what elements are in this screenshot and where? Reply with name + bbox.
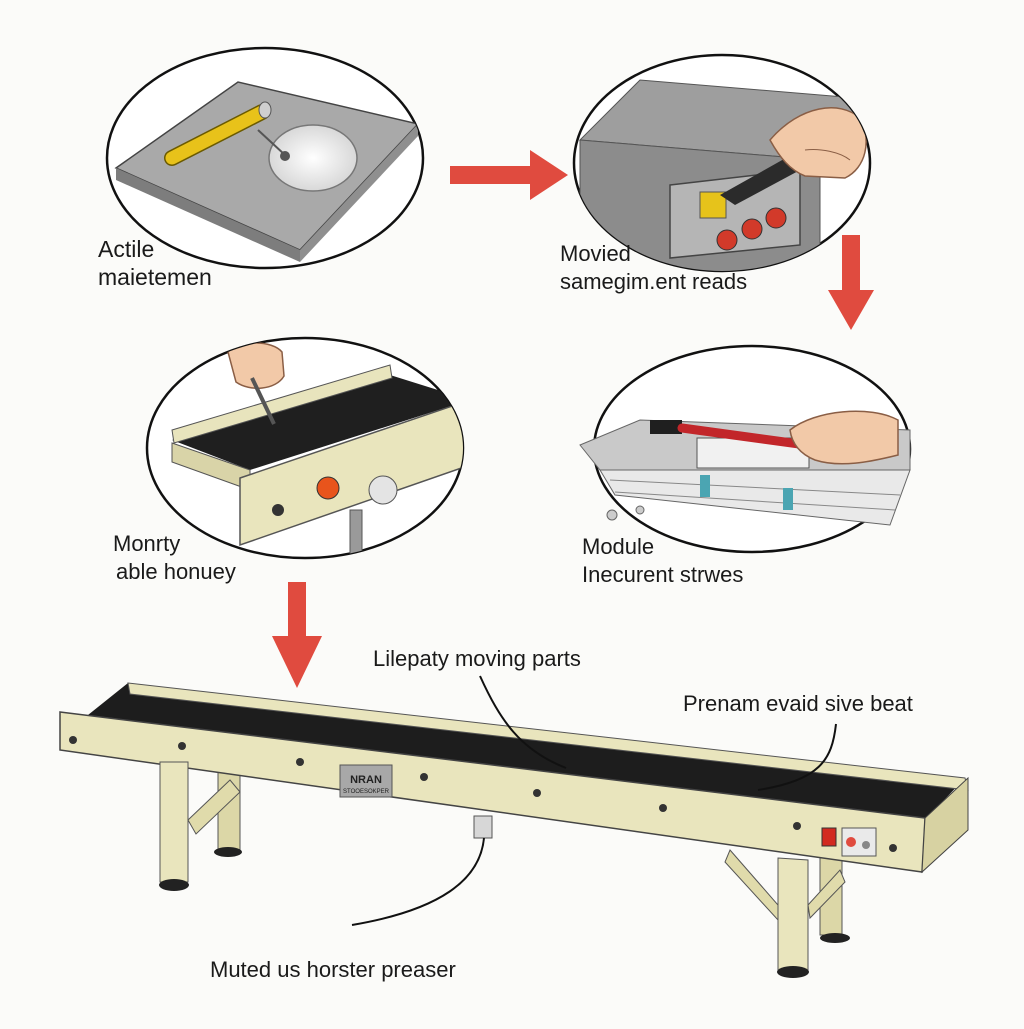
hand-icon [789,410,899,465]
screw-icon [606,509,618,521]
panel-2-module-handle [572,53,872,273]
cleaning-pad-icon [257,124,358,192]
frame-bolt-icon [272,504,284,516]
metal-plate-edge [116,168,300,262]
yellow-latch-icon [699,191,727,219]
callout-sensor: Muted us horster preaser [210,957,456,982]
panel-4-module-screws [579,344,912,554]
nameplate-subtitle: STOOESOKPER [343,789,390,795]
leader-line-moving-parts [479,675,567,769]
main-conveyor: NRAN STOOESOKPER [59,682,969,978]
red-button-icon [716,229,738,251]
clip-icon [783,488,793,510]
panel-3-belt-check [145,336,465,560]
callout-moving-parts: Lilepaty moving parts [373,646,581,671]
emergency-switch-icon [821,827,837,847]
arrow-down-icon [828,235,874,330]
conveyor-leg [159,761,189,883]
orange-knob-icon [316,476,340,500]
arrow-right-icon [450,150,568,200]
nameplate-title: NRAN [350,774,382,786]
step-3-label-line2: able honuey [116,559,236,584]
panel-1-inspection [105,46,425,270]
sensor-icon [473,815,493,839]
yellow-marker-icon [164,101,272,166]
red-button-icon [765,207,787,229]
indicator-light-icon [862,841,870,849]
screw-icon [635,505,645,515]
step-4-label-line1: Module [582,534,655,559]
indicator-light-icon [846,837,856,847]
callout-belt: Prenam evaid sive beat [683,691,913,716]
conveyor-leg [777,857,809,971]
adjust-knob-icon [368,475,398,505]
belt-frame [239,398,463,547]
step-3-label-line1: Monrty [113,531,181,556]
nameplate [339,764,393,798]
clip-icon [700,475,710,497]
step-2-label-line2: samegim.ent reads [560,269,748,294]
arrow-down-icon [272,582,322,688]
belt-surface [172,375,463,470]
step-2-label-line1: Movied [560,241,631,266]
step-1-label-line2: maietemen [98,264,212,290]
step-4-label-line2: Inecurent strwes [582,562,744,587]
conveyor-belt [88,683,965,820]
leader-line-belt [757,723,837,791]
hand-with-tool-icon [720,107,867,205]
leader-line-sensor [351,837,485,926]
red-button-icon [741,218,763,240]
step-1-label-line1: Actile [98,236,155,262]
